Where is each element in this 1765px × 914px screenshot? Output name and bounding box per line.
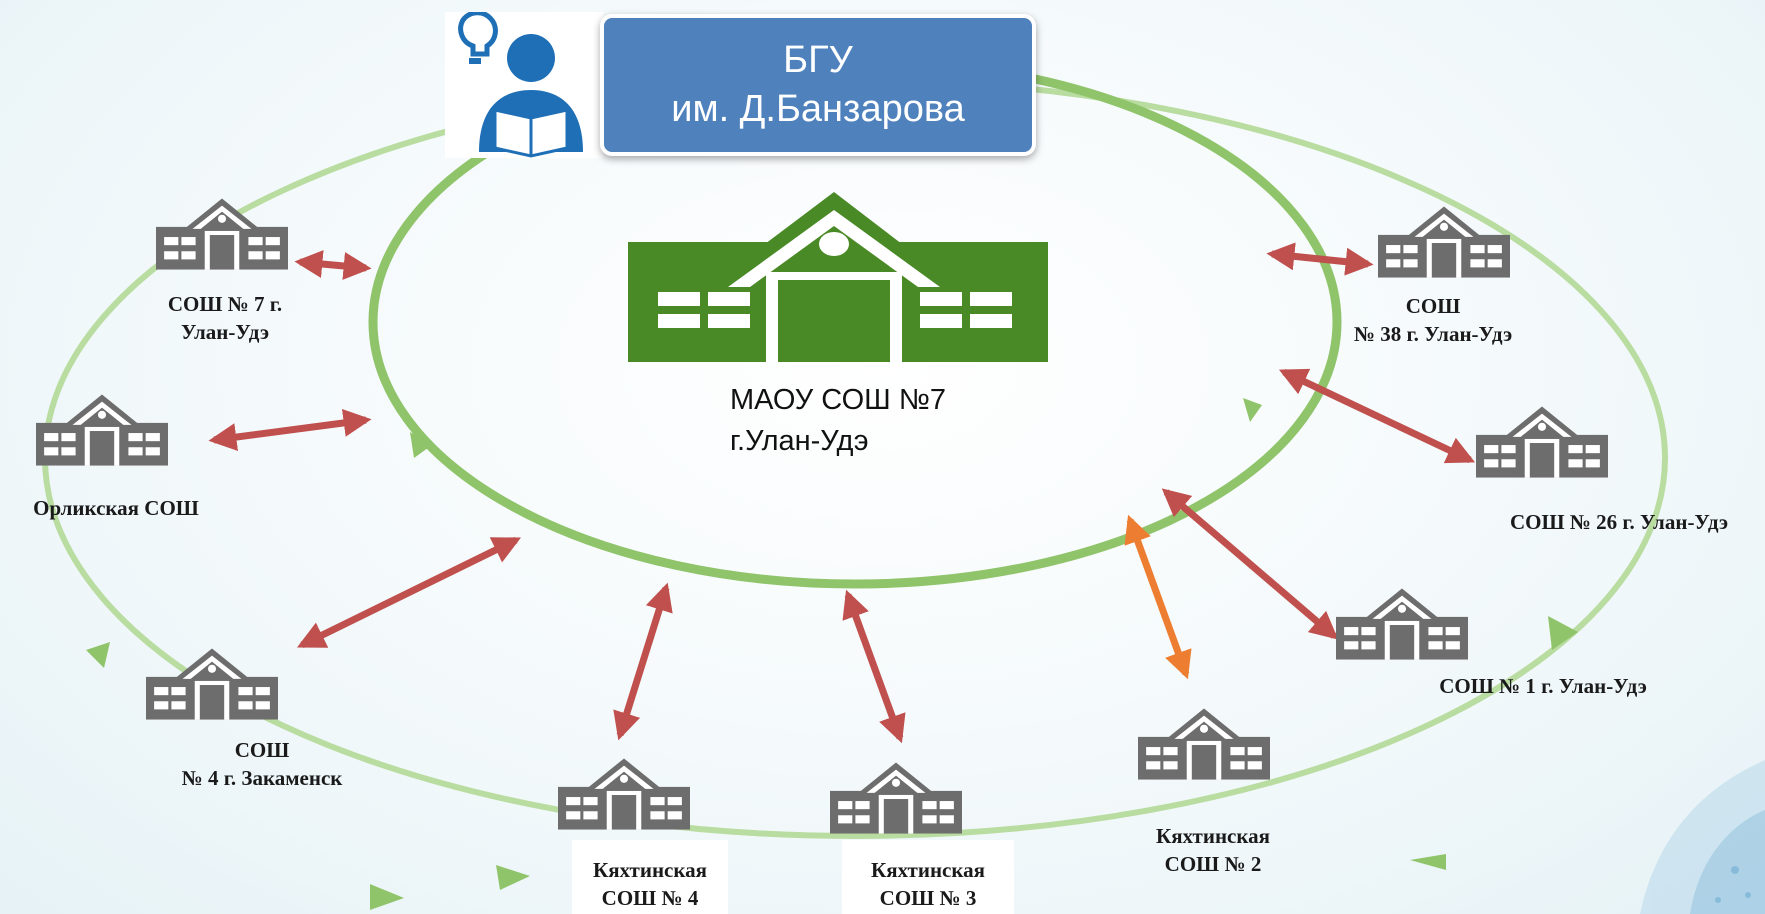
arrow-kyakh4 bbox=[613, 582, 673, 741]
header-title-box: БГУ им. Д.Банзарова bbox=[600, 14, 1036, 156]
node-label-sosh26: СОШ № 26 г. Улан-Удэ bbox=[1476, 508, 1762, 536]
node-label-line: СОШ № 7 г. bbox=[167, 292, 283, 316]
node-label-line: № 4 г. Закаменск bbox=[181, 766, 343, 791]
center-school-label: МАОУ СОШ №7 г.Улан-Удэ bbox=[730, 380, 946, 461]
building-icon-sosh26 bbox=[1476, 406, 1608, 478]
node-label-kyakh3: Кяхтинская СОШ № 3 bbox=[842, 856, 1014, 913]
node-label-line: Кяхтинская bbox=[592, 858, 708, 882]
node-label-sosh38: СОШ № 38 г. Улан-Удэ bbox=[1322, 292, 1544, 349]
building-icon-sosh38 bbox=[1378, 206, 1510, 278]
building-icon-kyakh3 bbox=[830, 762, 962, 834]
node-label-kyakh4: Кяхтинская СОШ № 4 bbox=[572, 856, 728, 913]
building-icon-kyakh4 bbox=[558, 758, 690, 830]
reader-lightbulb-icon bbox=[445, 10, 603, 158]
node-label-line: СОШ № 4 bbox=[601, 886, 699, 911]
node-label-line: СОШ bbox=[234, 738, 290, 762]
node-label-sosh7: СОШ № 7 г. Улан-Удэ bbox=[140, 290, 310, 347]
arrow-sosh1 bbox=[1161, 488, 1339, 640]
node-label-line: Кяхтинская bbox=[1155, 824, 1271, 848]
node-label-line: Улан-Удэ bbox=[180, 320, 270, 345]
node-label-orlik: Орликская СОШ bbox=[6, 494, 226, 522]
node-label-line: № 38 г. Улан-Удэ bbox=[1353, 322, 1513, 347]
node-label-line: СОШ № 1 г. Улан-Удэ bbox=[1439, 674, 1647, 698]
node-label-line: СОШ № 3 bbox=[879, 886, 977, 911]
node-label-line: СОШ № 2 bbox=[1164, 852, 1262, 877]
building-icon-sosh1 bbox=[1336, 588, 1468, 660]
decorative-swirl bbox=[1640, 760, 1765, 914]
header-title-line1: БГУ bbox=[783, 38, 853, 81]
school-building-icon bbox=[628, 192, 1048, 362]
node-label-sosh4z: СОШ № 4 г. Закаменск bbox=[150, 736, 374, 793]
node-label-line: Кяхтинская bbox=[870, 858, 986, 882]
arrow-sosh26 bbox=[1278, 368, 1476, 464]
arrow-kyakh2 bbox=[1124, 514, 1192, 680]
node-label-kyakh2: Кяхтинская СОШ № 2 bbox=[1128, 822, 1298, 879]
node-label-sosh1: СОШ № 1 г. Улан-Удэ bbox=[1402, 672, 1684, 700]
node-label-line: СОШ bbox=[1405, 294, 1461, 318]
node-label-line: Орликская СОШ bbox=[33, 496, 199, 520]
header-title-line2: им. Д.Банзарова bbox=[671, 88, 965, 130]
arrow-orlik bbox=[208, 409, 372, 451]
arrow-kyakh3 bbox=[842, 589, 906, 744]
node-label-line: СОШ № 26 г. Улан-Удэ bbox=[1509, 510, 1729, 534]
arrow-sosh4z bbox=[296, 536, 522, 649]
arrow-sosh38 bbox=[1266, 242, 1374, 276]
building-icon-sosh7 bbox=[156, 198, 288, 270]
building-icon-kyakh2 bbox=[1138, 708, 1270, 780]
label-bg-kyakh4 bbox=[572, 840, 728, 914]
ring-direction-markers bbox=[86, 398, 1578, 910]
arrow-sosh7 bbox=[294, 250, 372, 280]
center-label-line1: МАОУ СОШ №7 bbox=[730, 384, 946, 416]
label-bg-kyakh3 bbox=[842, 840, 1014, 914]
connection-arrows bbox=[208, 242, 1476, 744]
center-label-line2: г.Улан-Удэ bbox=[730, 424, 869, 457]
